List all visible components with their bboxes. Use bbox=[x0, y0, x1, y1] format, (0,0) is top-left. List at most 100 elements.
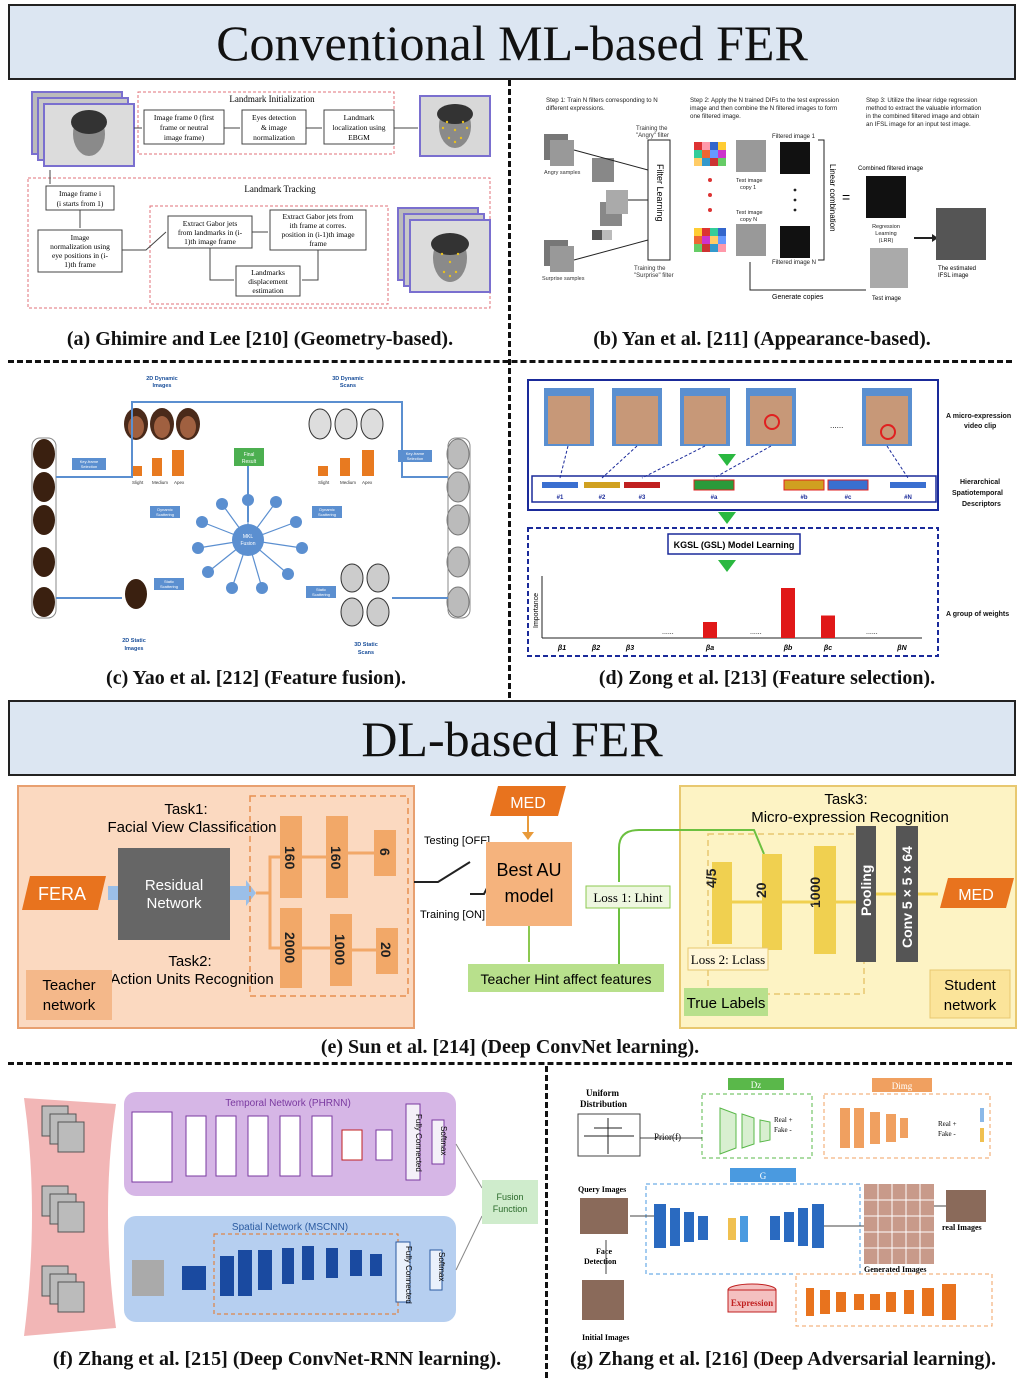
caption-g: (g) Zhang et al. [216] (Deep Adversarial… bbox=[569, 1348, 997, 1370]
angry-filter-l2: "Angry" filter bbox=[636, 133, 669, 139]
s-unit-1000: 1000 bbox=[807, 877, 823, 908]
filtered-image-1-box bbox=[780, 142, 810, 174]
dz-label: Dz bbox=[751, 1080, 762, 1090]
test-image-label: Test image bbox=[872, 296, 902, 302]
task2-l1: Task2: bbox=[168, 953, 211, 970]
task1-l1: Task1: bbox=[164, 801, 207, 818]
track-gabor1-l2: from landmarks in (i- bbox=[178, 228, 243, 237]
caption-e: (e) Sun et al. [214] (Deep ConvNet learn… bbox=[320, 1036, 700, 1058]
dimg-real: Real + bbox=[938, 1120, 957, 1128]
task1-l2: Facial View Classification bbox=[108, 819, 277, 836]
static-scan-faces bbox=[340, 563, 390, 627]
conv-label: Conv 5 × 5 × 64 bbox=[899, 846, 915, 948]
t-unit-1000: 1000 bbox=[332, 934, 348, 965]
best-au-l1: Best AU bbox=[496, 860, 561, 880]
init-box2-l1: Eyes detection bbox=[252, 113, 296, 122]
block-2: #2 bbox=[599, 495, 606, 501]
right-scan-column bbox=[446, 438, 470, 618]
beta-1: β1 bbox=[557, 645, 566, 652]
importance-dots: ...... bbox=[662, 629, 674, 636]
track-norm-l2: normalization using bbox=[50, 242, 110, 251]
panel-e: Task1: Facial View Classification Task2:… bbox=[14, 782, 1020, 1032]
track-gabor1-l3: 1)th image frame bbox=[184, 237, 236, 246]
panel-a: Landmark Initialization Image frame 0 (f… bbox=[22, 88, 498, 316]
svg-text:=: = bbox=[842, 189, 850, 205]
init-title: Landmark Initialization bbox=[229, 94, 315, 104]
importance-bar bbox=[821, 615, 835, 638]
dyn-images-l1: 2D Dynamic bbox=[146, 376, 178, 382]
test-copy-1-l1: Test image bbox=[736, 178, 763, 184]
init-box1-l3: image frame) bbox=[164, 133, 205, 142]
student-layers bbox=[712, 846, 836, 954]
desc-label-l3: Descriptors bbox=[962, 501, 1001, 508]
landmark-face-top bbox=[419, 95, 491, 157]
test-image-face bbox=[870, 248, 908, 288]
clip-dots: ...... bbox=[830, 421, 843, 430]
importance-bar bbox=[781, 588, 795, 638]
generated-grid-lines bbox=[864, 1184, 934, 1264]
linear-combination-label: Linear combination bbox=[828, 164, 837, 232]
spatial-crop bbox=[182, 1266, 206, 1290]
step3-l3: in the combined filtered image and obtai… bbox=[866, 113, 980, 120]
step3-l4: an IFSL image for an input test image. bbox=[866, 121, 971, 128]
dyn-scatter-left-l1: Dynamic bbox=[157, 507, 173, 512]
uniform-l2: Distribution bbox=[580, 1099, 627, 1109]
spatial-label: Spatial Network (MSCNN) bbox=[232, 1222, 348, 1233]
bar-label-apex-2: Apex bbox=[362, 480, 373, 485]
residual-network-box bbox=[118, 848, 230, 940]
step2-l3: one filtered image. bbox=[690, 113, 741, 120]
beta-b: βb bbox=[783, 645, 793, 652]
track-frame-l1: Image frame i bbox=[59, 189, 101, 198]
task2-l2: Action Units Recognition bbox=[110, 971, 273, 988]
spatial-fc-label: Fully Connected bbox=[404, 1246, 413, 1304]
pooling-label: Pooling bbox=[858, 865, 874, 916]
beta-a: βa bbox=[705, 645, 714, 652]
dz-fake: Fake - bbox=[774, 1126, 792, 1134]
dyn-images-l2: Images bbox=[153, 383, 172, 389]
estimated-l1: The estimated bbox=[938, 266, 976, 272]
classifier-layers bbox=[806, 1284, 956, 1320]
pooling-box bbox=[856, 826, 876, 962]
video-clip-frames bbox=[544, 388, 912, 446]
importance-dots: ...... bbox=[750, 629, 762, 636]
angry-samples: Angry samples bbox=[544, 170, 581, 176]
static-scatter-right-l2: Scattering bbox=[312, 592, 330, 597]
step1-l1: Step 1: Train N filters corresponding to… bbox=[546, 97, 658, 104]
final-result-l2: Result bbox=[242, 459, 257, 465]
dyn-scatter-right-l2: Scattering bbox=[318, 512, 336, 517]
track-disp-l1: Landmarks bbox=[251, 268, 285, 277]
med-right-label: MED bbox=[958, 887, 994, 904]
left-face-column bbox=[33, 439, 55, 617]
final-result-l1: Final bbox=[244, 452, 255, 458]
step2-l1: Step 2: Apply the N trained DIFs to the … bbox=[690, 97, 839, 104]
loss1-label: Loss 1: Lhint bbox=[593, 890, 663, 905]
init-box2-l3: normalization bbox=[253, 133, 295, 142]
fera-box bbox=[22, 876, 106, 910]
task3-l2: Micro-expression Recognition bbox=[751, 809, 949, 826]
track-gabor2-l3: position in (i-1)th image bbox=[281, 230, 355, 239]
dl-header: DL-based FER bbox=[8, 700, 1016, 776]
divider-vertical-top bbox=[508, 80, 511, 698]
spatial-input-face bbox=[132, 1260, 164, 1296]
track-norm-l3: eye positions in (i- bbox=[52, 251, 109, 260]
scattering-boxes bbox=[150, 506, 342, 598]
bar-label-medium-2: Medium bbox=[340, 480, 356, 485]
generator-layers bbox=[654, 1204, 824, 1248]
conv-box bbox=[896, 826, 918, 962]
temporal-softmax-label: Softmax bbox=[439, 1126, 448, 1155]
divider-horizontal-e bbox=[8, 1062, 1012, 1065]
init-box3-l1: Landmark bbox=[344, 113, 375, 122]
regression-l1: Regression bbox=[872, 224, 900, 230]
block-a: #a bbox=[711, 495, 718, 501]
testing-off: Testing [OFF] bbox=[424, 835, 490, 847]
real-images-label: real Images bbox=[942, 1223, 982, 1232]
loss2-label: Loss 2: Lclass bbox=[691, 952, 765, 967]
dyn-scan-bars bbox=[318, 450, 374, 476]
t-unit-6: 6 bbox=[377, 848, 393, 856]
static-image-face bbox=[125, 579, 147, 609]
generated-images-label: Generated Images bbox=[864, 1265, 926, 1274]
combined-label: Combined filtered image bbox=[858, 166, 924, 172]
init-box2-l2: & image bbox=[261, 123, 288, 132]
test-copy-n-l1: Test image bbox=[736, 210, 763, 216]
caption-c: (c) Yao et al. [212] (Feature fusion). bbox=[106, 667, 406, 689]
